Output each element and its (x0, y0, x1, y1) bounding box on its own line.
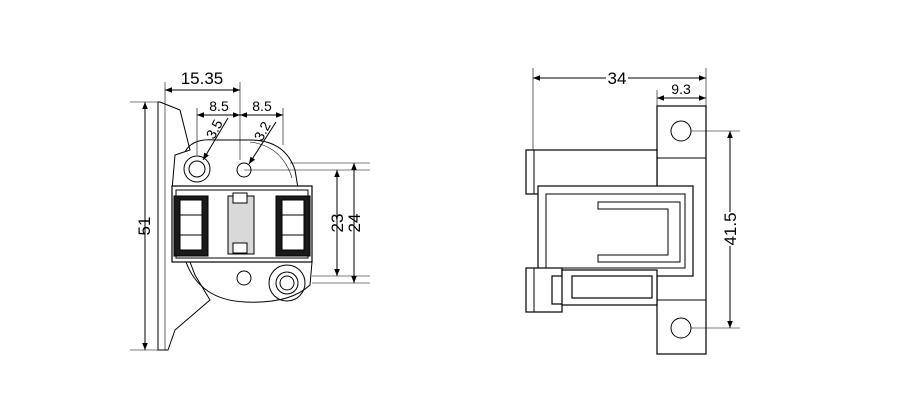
dim-label-8-5-right: 8.5 (252, 98, 272, 114)
dim-label-hole-3-5: 3.5 (203, 117, 226, 142)
front-hole-lower-left (236, 270, 252, 286)
dim-label-9-3: 9.3 (671, 81, 691, 97)
front-right-terminal (275, 195, 311, 257)
front-view: 15.35 8.5 8.5 3.5 3.2 51 23 24 (130, 69, 370, 351)
leader-hole-3-5 (202, 117, 229, 161)
front-upper-boss (184, 139, 299, 189)
leader-hole-3-2 (248, 121, 277, 165)
dim-label-24: 24 (345, 214, 364, 233)
dim-label-51: 51 (135, 217, 154, 236)
dim-label-23: 23 (328, 214, 347, 233)
front-center-terminal (227, 192, 255, 255)
dim-label-34: 34 (608, 69, 627, 88)
dim-label-41-5: 41.5 (721, 212, 740, 245)
dim-label-15-35: 15.35 (181, 69, 224, 88)
side-view: 34 9.3 41.5 (525, 68, 740, 355)
front-hole-lower-right (268, 264, 306, 302)
front-hole-upper-left (183, 155, 211, 183)
side-middle-body (537, 185, 694, 277)
front-left-terminal (173, 195, 209, 257)
front-lower-boss (185, 261, 313, 303)
dim-label-8-5-left: 8.5 (209, 98, 229, 114)
